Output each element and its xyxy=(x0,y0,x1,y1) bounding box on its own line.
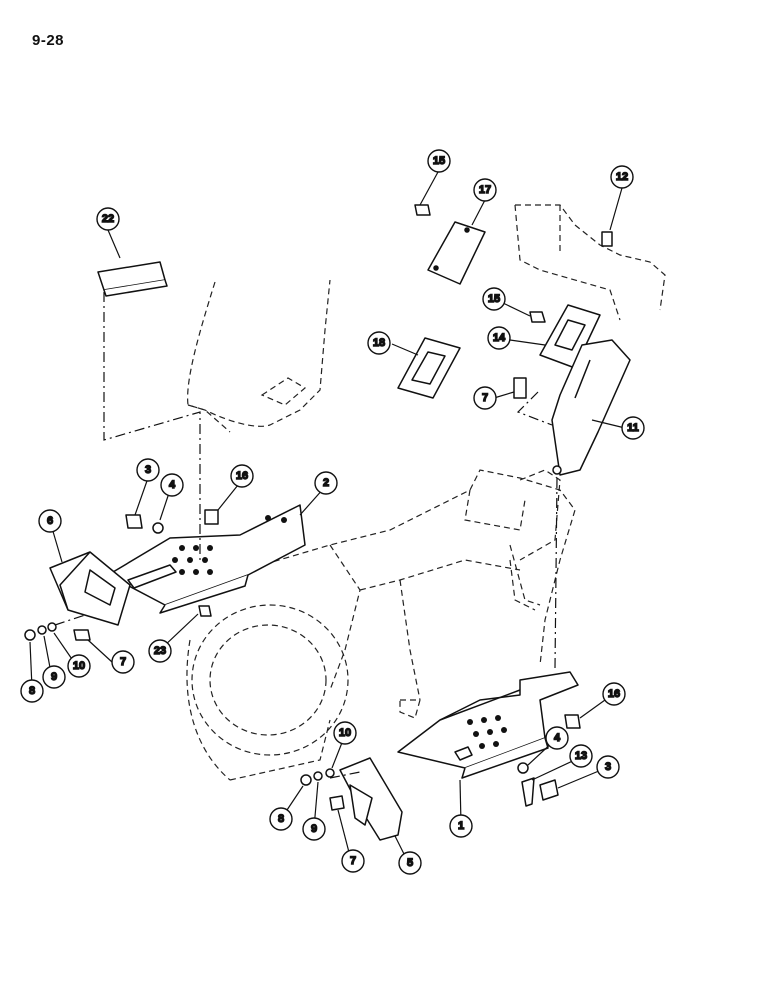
part-12-bolt xyxy=(601,231,613,247)
parts xyxy=(24,204,631,841)
callout-8-lower: 8 xyxy=(269,807,293,831)
callout-8-left-label: 8 xyxy=(29,685,35,697)
callout-23: 23 xyxy=(148,639,172,663)
callout-12: 12 xyxy=(610,165,634,189)
callout-11-label: 11 xyxy=(627,422,639,434)
assembly-lines xyxy=(54,292,558,779)
callout-4-lower: 4 xyxy=(545,726,569,750)
part-10-washer-lower xyxy=(325,768,335,778)
callout-9-left: 9 xyxy=(42,665,66,689)
part-9-washer-left xyxy=(37,625,47,635)
part-1-lower-plate xyxy=(397,671,579,779)
part-11-lever-bracket xyxy=(551,339,631,476)
callout-8-lower-label: 8 xyxy=(278,813,284,825)
callout-15-lower: 15 xyxy=(482,287,506,311)
callout-13-label: 13 xyxy=(575,750,587,762)
callout-3-lower: 3 xyxy=(596,755,620,779)
part-17-cover-plate xyxy=(427,221,486,285)
part-18-shift-plate xyxy=(397,337,461,399)
part-7-bolt-upper xyxy=(513,377,527,399)
callout-3-upper: 3 xyxy=(136,458,160,482)
callout-10-left: 10 xyxy=(67,654,91,678)
callout-9-left-label: 9 xyxy=(51,671,57,683)
callout-16-lower-label: 16 xyxy=(608,688,620,700)
callout-14-label: 14 xyxy=(493,332,506,344)
callout-15-upper: 15 xyxy=(427,149,451,173)
part-5-side-guard xyxy=(339,757,403,841)
part-4-washer-lower xyxy=(517,762,529,774)
callout-1: 1 xyxy=(449,814,473,838)
callout-7-left: 7 xyxy=(111,650,135,674)
callout-15-upper-label: 15 xyxy=(433,155,445,167)
part-13-pin xyxy=(521,777,535,807)
callout-3-upper-label: 3 xyxy=(145,464,151,476)
callout-12-label: 12 xyxy=(616,171,628,183)
callout-16-upper-label: 16 xyxy=(236,470,248,482)
callout-10-lower-label: 10 xyxy=(339,727,351,739)
callout-22: 22 xyxy=(96,207,120,231)
callout-4-upper-label: 4 xyxy=(169,479,176,491)
part-15-bolt-upper xyxy=(414,204,431,216)
part-8-nut-left xyxy=(24,629,36,641)
callout-18-label: 18 xyxy=(373,337,385,349)
part-3-bolt-upper xyxy=(125,514,143,529)
part-8-nut-lower xyxy=(300,774,312,786)
part-16-bolt-upper xyxy=(204,509,219,525)
callout-11: 11 xyxy=(621,416,645,440)
part-16-bolt-lower xyxy=(564,714,581,729)
callout-18: 18 xyxy=(367,331,391,355)
page-number: 9-28 xyxy=(32,32,65,49)
callout-17: 17 xyxy=(473,178,497,202)
part-9-washer-lower xyxy=(313,771,323,781)
part-10-washer-left xyxy=(47,622,57,632)
callout-4-lower-label: 4 xyxy=(554,732,561,744)
callout-6: 6 xyxy=(38,509,62,533)
callout-7-lower-label: 7 xyxy=(350,855,356,867)
callout-3-lower-label: 3 xyxy=(605,761,611,773)
part-22-bracket xyxy=(97,261,168,297)
callout-10-left-label: 10 xyxy=(73,660,85,672)
part-23-nut xyxy=(198,605,212,617)
callout-15-lower-label: 15 xyxy=(488,293,500,305)
callout-9-lower-label: 9 xyxy=(311,823,317,835)
callout-6-label: 6 xyxy=(47,515,53,527)
callout-1-label: 1 xyxy=(458,820,464,832)
callout-2-label: 2 xyxy=(323,477,329,489)
part-7-bolt-left xyxy=(73,629,91,641)
part-3-bolt-lower xyxy=(539,779,559,801)
callout-7-left-label: 7 xyxy=(120,656,126,668)
part-4-washer-upper xyxy=(152,522,164,534)
callout-23-label: 23 xyxy=(154,645,166,657)
callout-8-left: 8 xyxy=(20,679,44,703)
callout-7-upper-label: 7 xyxy=(482,392,488,404)
callout-5-label: 5 xyxy=(407,857,413,869)
callout-14: 14 xyxy=(487,326,511,350)
callout-22-label: 22 xyxy=(102,213,114,225)
callout-2: 2 xyxy=(314,471,338,495)
part-6-side-guard xyxy=(49,551,131,626)
part-2-upper-plate xyxy=(107,504,306,614)
callout-10-lower: 10 xyxy=(333,721,357,745)
callout-4-upper: 4 xyxy=(160,473,184,497)
callout-17-label: 17 xyxy=(479,184,491,196)
callout-16-lower: 16 xyxy=(602,682,626,706)
callout-5: 5 xyxy=(398,851,422,875)
callout-7-lower: 7 xyxy=(341,849,365,873)
part-14-shift-plate xyxy=(539,304,601,369)
callout-13: 13 xyxy=(569,744,593,768)
callouts: 1 2 3 3 4 4 5 6 7 7 7 8 8 9 9 10 10 11 1… xyxy=(20,149,645,875)
callout-9-lower: 9 xyxy=(302,817,326,841)
transmission-outline xyxy=(186,204,666,781)
callout-7-upper: 7 xyxy=(473,386,497,410)
callout-16-upper: 16 xyxy=(230,464,254,488)
part-15-bolt-lower xyxy=(529,311,546,323)
part-7-bolt-lower xyxy=(329,795,345,811)
